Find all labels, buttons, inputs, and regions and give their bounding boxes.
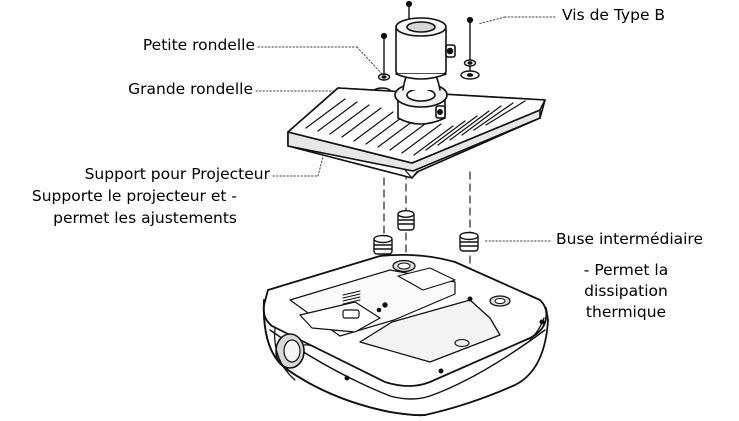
leader-lines <box>255 16 556 242</box>
label-support-desc-line1: Supporte le projecteur et - <box>31 187 237 205</box>
label-support-projecteur: Support pour Projecteur <box>84 165 270 183</box>
label-buse-desc-line3: thermique <box>585 303 667 321</box>
label-buse-desc-line2: dissipation <box>584 282 668 300</box>
mounting-plate <box>287 87 546 179</box>
label-grande-rondelle: Grande rondelle <box>128 80 253 98</box>
label-petite-rondelle: Petite rondelle <box>142 36 255 54</box>
label-vis-type-b: Vis de Type B <box>562 6 666 24</box>
mount-column <box>394 17 456 125</box>
label-support-desc-line2: permet les ajustements <box>53 209 237 227</box>
label-buse-intermediaire: Buse intermédiaire <box>556 230 703 248</box>
label-buse-desc-line1: - Permet la <box>583 261 669 279</box>
standoff-nozzles <box>373 209 479 255</box>
projector <box>262 253 549 417</box>
